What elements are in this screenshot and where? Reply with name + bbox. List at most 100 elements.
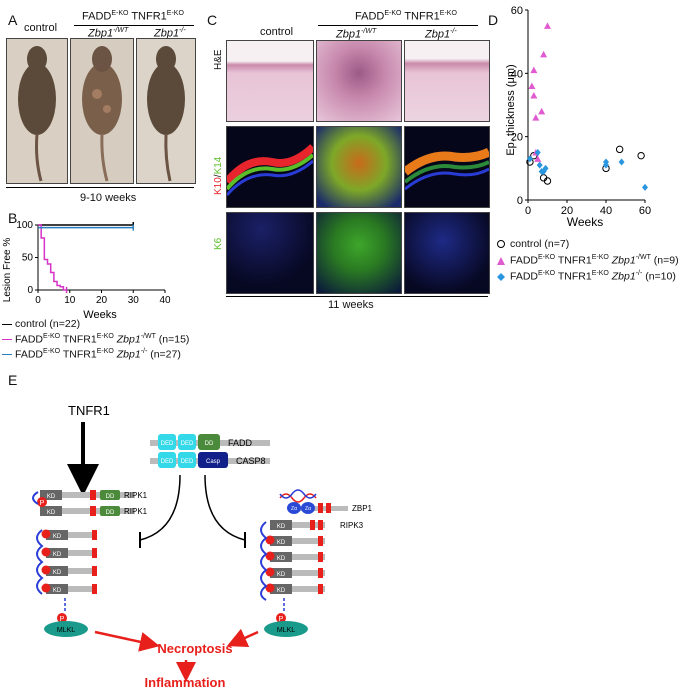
panel-a-group-line	[74, 25, 194, 26]
legend-d-zbp1-ko: FADDE-KO TNFR1E-KO Zbp1-/- (n=10)	[496, 270, 676, 283]
svg-text:KD: KD	[47, 510, 56, 516]
chart-d-x-tick-label: 20	[561, 205, 573, 217]
svg-text:KD: KD	[53, 588, 62, 594]
k10-k14-image-zbp1-ko	[402, 126, 492, 208]
svg-text:KD: KD	[277, 556, 286, 562]
svg-text:KD: KD	[53, 534, 62, 540]
svg-text:KD: KD	[277, 572, 286, 578]
chart-d-x-tick-label: 40	[600, 205, 612, 217]
chart-d-point-zbp1-wt	[534, 155, 542, 162]
chart-b-x-tick-label: 40	[159, 295, 171, 306]
chart-b-y-tick-label: 50	[22, 253, 34, 264]
chart-d-point-zbp1-wt	[540, 50, 548, 58]
necroptosis-label: Necroptosis	[157, 641, 232, 656]
chart-b-series-line	[38, 224, 67, 291]
tnfr1-label: TNFR1	[68, 403, 110, 418]
panel-d-label: D	[488, 12, 499, 28]
legend-b-zbp1-ko: FADDE-KO TNFR1E-KO Zbp1-/- (n=27)	[2, 348, 181, 361]
chart-d-point-zbp1-ko	[618, 158, 625, 166]
fadd-label: FADD	[228, 438, 253, 448]
chart-d-point-zbp1-ko	[542, 164, 549, 172]
svg-text:P: P	[279, 616, 284, 623]
row-label-k6: K6	[213, 237, 224, 250]
svg-text:KD: KD	[53, 552, 62, 558]
fadd-casp8-complex: DED DED DD FADD DED DED Casp CASP8	[150, 434, 270, 468]
chart-d-point-control	[637, 151, 645, 160]
svg-text:P: P	[40, 500, 45, 507]
chart-b-y-tick-label: 0	[27, 285, 33, 296]
chart-d-y-tick-label: 0	[517, 195, 523, 207]
panel-a-control-header: control	[24, 22, 58, 34]
panel-a-label: A	[8, 12, 18, 28]
chart-b-x-tick-label: 10	[64, 295, 76, 306]
legend-b-control: control (n=22)	[2, 318, 80, 330]
svg-text:KD: KD	[53, 570, 62, 576]
inhibit-ripk1-line	[139, 474, 181, 541]
chart-d-point-zbp1-wt	[544, 22, 551, 29]
ripk3-stack: Zα Zα ZBP1 KD RIPK3 KD KD KD KD	[260, 489, 373, 601]
casp8-label: CASP8	[236, 456, 266, 466]
svg-text:KD: KD	[277, 588, 286, 594]
svg-text:MLKL: MLKL	[57, 627, 75, 634]
mlkl-left	[44, 621, 88, 637]
panel-b-label: B	[8, 210, 18, 226]
chart-d-point-zbp1-wt	[530, 92, 538, 99]
chart-d-point-zbp1-wt	[538, 107, 546, 115]
ripk3-label: RIPK3	[340, 521, 364, 530]
panel-c-group-header: FADDE-KO TNFR1E-KO	[355, 10, 457, 23]
he-image-zbp1-ko	[404, 40, 490, 122]
legend-d-control: control (n=7)	[496, 238, 569, 250]
panel-c-control-header: control	[260, 26, 294, 38]
svg-text:Casp: Casp	[206, 459, 221, 465]
svg-text:DED: DED	[181, 441, 194, 447]
svg-text:DD: DD	[106, 494, 115, 500]
svg-text:DD: DD	[106, 510, 115, 516]
chart-d-xlabel: Weeks	[567, 215, 603, 229]
ripk1-stack: KD DD RIPK1 KD DD RIPK1 P KD KD KD KD	[32, 490, 148, 595]
row-label-he: H&E	[213, 49, 224, 70]
row-label-k10-k14: K10/K14	[213, 156, 224, 195]
mouse-photo-zbp1-ko	[136, 38, 196, 184]
panel-c-label: C	[207, 12, 218, 28]
svg-text:KD: KD	[277, 540, 286, 546]
chart-d-point-zbp1-ko	[642, 183, 648, 191]
chart-b-xlabel: Weeks	[83, 309, 117, 321]
panel-e-label: E	[8, 372, 18, 388]
svg-text:P: P	[60, 616, 65, 623]
legend-b-zbp1-wt: FADDE-KO TNFR1E-KO Zbp1-/WT (n=15)	[2, 333, 189, 346]
legend-d-zbp1-wt: FADDE-KO TNFR1E-KO Zbp1-/WT (n=9)	[496, 254, 679, 267]
k10-k14-image-zbp1-wt	[316, 126, 402, 208]
svg-text:DED: DED	[181, 459, 194, 465]
chart-d-x-tick-label: 60	[639, 205, 651, 217]
chart-d-point-zbp1-ko	[534, 149, 541, 156]
svg-text:DED: DED	[161, 459, 174, 465]
mlkl-right	[264, 621, 308, 637]
mouse-photo-control	[6, 38, 68, 184]
k6-image-control	[226, 212, 314, 294]
k6-image-zbp1-ko	[404, 212, 490, 294]
panel-a-col3-header: Zbp1-/-	[154, 27, 186, 40]
svg-text:RIPK1: RIPK1	[124, 507, 148, 516]
panel-a-group-header: FADDE-KO TNFR1E-KO	[82, 10, 184, 23]
red-arrow-right	[226, 628, 259, 647]
inflammation-label: Inflammation	[145, 675, 226, 690]
chart-d-y-tick-label: 60	[511, 5, 523, 17]
svg-text:Zα: Zα	[291, 506, 297, 512]
svg-text:KD: KD	[277, 524, 286, 530]
chart-d-y-tick-label: 20	[511, 132, 523, 144]
necroptosis-pathway-diagram: TNFR1 DED DED DD FADD DED DED Casp CASP8…	[32, 403, 373, 690]
panel-a-age-line	[6, 187, 194, 188]
panel-c-age-line	[226, 296, 488, 297]
svg-text:MLKL: MLKL	[277, 627, 295, 634]
svg-text:RIPK1: RIPK1	[124, 491, 148, 500]
chart-d-point-control	[615, 145, 624, 154]
chart-d-point-zbp1-ko	[603, 158, 609, 166]
chart-d-y-tick-label: 40	[511, 68, 523, 80]
red-arrow-left	[94, 630, 160, 652]
panel-a-col2-header: Zbp1-/WT	[88, 27, 129, 40]
svg-text:Zα: Zα	[305, 506, 311, 512]
he-image-control	[226, 40, 314, 122]
chart-d-point-zbp1-wt	[528, 82, 536, 89]
svg-text:DD: DD	[205, 441, 214, 447]
